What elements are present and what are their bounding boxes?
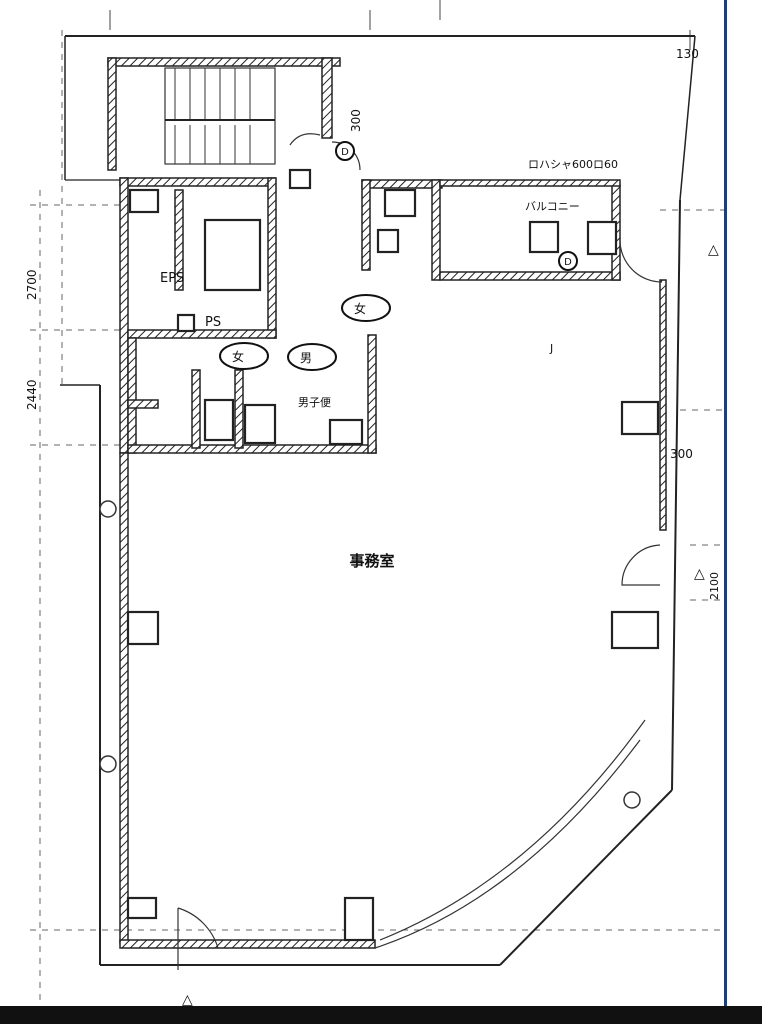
dimension-130: 130 xyxy=(676,47,699,61)
svg-text:女: 女 xyxy=(354,301,366,316)
svg-text:女: 女 xyxy=(232,349,244,364)
svg-text:D: D xyxy=(341,147,349,158)
triangle-marker-middle: △ xyxy=(694,566,705,582)
wc-marker-men: 男 xyxy=(287,343,337,371)
main-room-label: 事務室 xyxy=(349,552,394,570)
wc-marker-women: 女 xyxy=(341,294,391,322)
page-frame-right-border xyxy=(724,0,727,1010)
corner-marker: J xyxy=(549,342,553,355)
eps-label: EPS xyxy=(160,271,184,286)
left-dimension-text: 2700 xyxy=(25,269,39,300)
badge-d-top: D xyxy=(335,141,355,161)
column-markers xyxy=(99,500,641,809)
dimension-300-top: 300 xyxy=(349,109,363,132)
left-dimension-text-2: 2440 xyxy=(25,379,39,410)
wc-marker-accessible: 女 xyxy=(219,342,269,370)
main-outline xyxy=(60,199,681,966)
dimension-300-right: 300 xyxy=(670,447,693,461)
kitchen-label: バルコニー xyxy=(525,200,580,213)
svg-text:男: 男 xyxy=(300,351,312,365)
upper-boundary xyxy=(64,35,696,201)
right-side-text: 2100 xyxy=(708,572,721,600)
badge-d-kitchen: D xyxy=(558,251,578,271)
core-rooms xyxy=(126,188,660,942)
triangle-marker-bottom: △ xyxy=(182,992,193,1008)
stair-block xyxy=(107,57,341,190)
dimension-guides xyxy=(30,0,724,1000)
restroom-label: 男子便 xyxy=(298,396,331,409)
triangle-marker-upper: △ xyxy=(708,242,719,258)
ps-label: PS xyxy=(205,315,221,330)
svg-text:D: D xyxy=(564,257,572,268)
balcony-dimension-text: ロハシャ600ロ60 xyxy=(528,158,618,171)
page-frame-bottom-bar xyxy=(0,1006,762,1024)
